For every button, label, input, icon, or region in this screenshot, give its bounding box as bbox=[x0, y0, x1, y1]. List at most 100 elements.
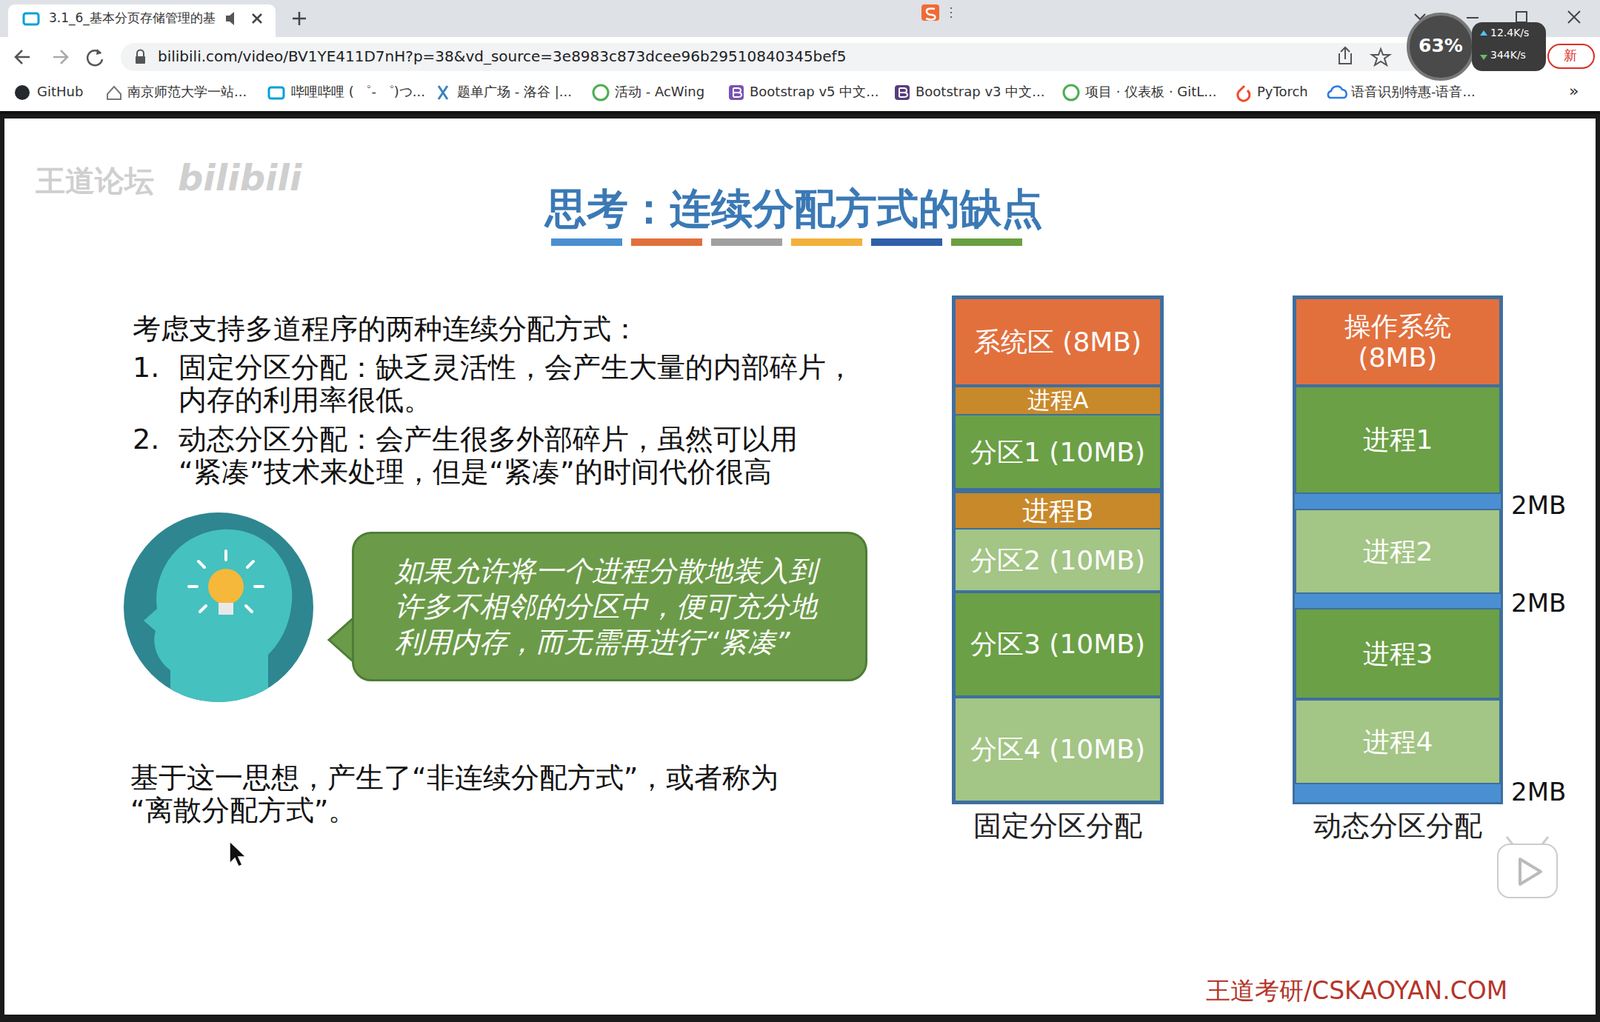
bookmark: Bootstrap v3 中文... bbox=[915, 83, 1045, 100]
extension-glyph bbox=[925, 8, 936, 20]
tab-title: 3.1_6_基本分页存储管理的基 bbox=[48, 10, 216, 26]
bulb-rays bbox=[188, 551, 263, 612]
cpu-percent: 63% bbox=[1411, 34, 1471, 58]
process-block: 进程A bbox=[954, 385, 1162, 416]
watermark: 王道论坛 bbox=[35, 162, 155, 199]
node-text: 进程A bbox=[1027, 385, 1089, 416]
github-favicon bbox=[14, 85, 30, 100]
memory-column: 固定分区分配系统区 (8MB)分区1 (10MB)进程A分区2 (10MB)进程… bbox=[954, 297, 1162, 803]
bulb bbox=[208, 568, 244, 605]
address-bar bbox=[120, 42, 1440, 72]
toolbar-edge bbox=[0, 111, 1600, 115]
back-icon bbox=[15, 50, 30, 64]
monitor-panel bbox=[1471, 22, 1546, 72]
list-number: 2. bbox=[132, 422, 160, 458]
new-tab-icon bbox=[292, 11, 306, 26]
watermark: bilibili bbox=[177, 157, 302, 200]
node-text: 进程3 bbox=[1362, 638, 1434, 669]
title-bar-segment bbox=[951, 238, 1023, 246]
bootstrap5-favicon bbox=[728, 85, 744, 100]
node-text: 分区2 (10MB) bbox=[970, 545, 1146, 576]
bookmark: GitHub bbox=[37, 83, 83, 100]
bookmark: PyTorch bbox=[1257, 83, 1309, 100]
mute-icon bbox=[225, 11, 235, 26]
memory-block: 操作系统 (8MB) bbox=[1294, 297, 1501, 386]
restore-icon bbox=[1516, 11, 1527, 23]
pytorch-favicon bbox=[1237, 85, 1250, 101]
node-text: 分区3 (10MB) bbox=[970, 628, 1146, 660]
memory-block: 分区4 (10MB) bbox=[954, 697, 1162, 803]
intro-text: 考虑支持多道程序的两种连续分配方式： bbox=[132, 312, 640, 347]
column-caption: 动态分区分配 bbox=[1265, 809, 1531, 844]
process-block: 进程2 bbox=[1294, 508, 1501, 595]
play-triangle bbox=[1520, 859, 1541, 885]
bootstrap5-glyph bbox=[733, 88, 742, 98]
bulb-base bbox=[218, 602, 234, 615]
slide-ground bbox=[4, 118, 1596, 1015]
node-text: 操作系统 (8MB) bbox=[1327, 311, 1469, 373]
memory-column: 动态分区分配操作系统 (8MB)进程1进程2进程3进程4 bbox=[1294, 297, 1501, 803]
play-button bbox=[1497, 844, 1558, 898]
list-text: 固定分区分配：缺乏灵活性，会产生大量的内部碎片，内存的利用率很低。 bbox=[178, 351, 868, 417]
active-tab bbox=[8, 4, 276, 38]
title-bar-segment bbox=[791, 238, 863, 246]
star-icon bbox=[1371, 48, 1390, 66]
footer-brand: 王道考研/CSKAOYAN.COM bbox=[1205, 976, 1508, 1006]
speech-bubble: 如果允许将一个进程分散地装入到许多不相邻的分区中，便可充分地利用内存，而无需再进… bbox=[351, 531, 868, 682]
share-icon bbox=[1339, 47, 1352, 64]
tab-favicon bbox=[23, 13, 39, 25]
more-bookmarks: » bbox=[1568, 81, 1579, 101]
gitlab-favicon bbox=[1063, 85, 1079, 100]
bookmark: Bootstrap v5 中文... bbox=[749, 83, 879, 100]
node-text: 分区1 (10MB) bbox=[970, 437, 1146, 468]
home-favicon bbox=[107, 86, 121, 100]
memory-block: 分区1 (10MB) 进程A bbox=[954, 385, 1162, 490]
bookmark: 活动 - AcWing bbox=[614, 83, 705, 100]
close-tab-icon bbox=[252, 14, 262, 23]
node-text: 如果允许将一个进程分散地装入到许多不相邻的分区中，便可充分地利用内存，而无需再进… bbox=[394, 553, 825, 660]
memory-block: 分区2 (10MB) 进程B bbox=[954, 491, 1162, 592]
play-button-ears bbox=[1506, 837, 1549, 845]
lock-shackle bbox=[137, 50, 144, 58]
title-bar-segment bbox=[631, 238, 703, 246]
forward-icon bbox=[53, 50, 68, 64]
download-speed: 344K/s bbox=[1490, 48, 1526, 62]
node-text: 进程1 bbox=[1362, 424, 1434, 455]
mouse-cursor bbox=[229, 841, 246, 867]
head-silhouette bbox=[143, 529, 292, 712]
toolbar bbox=[0, 37, 1600, 112]
node-text: 进程2 bbox=[1362, 536, 1434, 567]
title-bar-segment bbox=[871, 238, 943, 246]
reload-head bbox=[96, 48, 102, 55]
node-text: 分区4 (10MB) bbox=[970, 734, 1146, 765]
gap-size: 2MB bbox=[1511, 490, 1566, 521]
conclusion-text: 基于这一思想，产生了“非连续分配方式”，或者称为“离散分配方式”。 bbox=[130, 761, 790, 827]
acwing-favicon bbox=[593, 85, 609, 100]
title-bar-segment bbox=[711, 238, 783, 246]
cloud-favicon bbox=[1328, 86, 1347, 98]
memory-block: 分区3 (10MB) bbox=[954, 591, 1162, 698]
update-text: 新 bbox=[1563, 47, 1578, 64]
upload-speed: 12.4K/s bbox=[1490, 26, 1529, 40]
download-arrow bbox=[1480, 54, 1488, 60]
node-text: 进程4 bbox=[1362, 726, 1434, 758]
list-number: 1. bbox=[132, 351, 160, 386]
url-text: bilibili.com/video/BV1YE411D7nH?p=38&vd_… bbox=[157, 47, 846, 66]
tab-bar bbox=[0, 0, 1600, 38]
process-block: 进程3 bbox=[1294, 608, 1501, 700]
gap-size: 2MB bbox=[1511, 777, 1566, 808]
upload-arrow bbox=[1480, 30, 1488, 36]
process-block: 进程B bbox=[954, 491, 1162, 530]
monitor-gauge bbox=[1408, 14, 1474, 80]
update-pill bbox=[1548, 44, 1595, 69]
column-caption: 固定分区分配 bbox=[924, 809, 1192, 844]
list-text: 动态分区分配：会产生很多外部碎片，虽然可以用“紧凑”技术来处理，但是“紧凑”的时… bbox=[178, 422, 831, 489]
window-close-icon bbox=[1568, 11, 1580, 23]
title-bar-segment bbox=[551, 238, 623, 246]
bookmark: 语音识别特惠-语音... bbox=[1351, 83, 1476, 100]
bookmark: 题单广场 - 洛谷 |... bbox=[457, 83, 572, 100]
node-text: 进程B bbox=[1022, 495, 1095, 526]
lock-icon bbox=[135, 56, 146, 64]
memory-block: 系统区 (8MB) bbox=[954, 297, 1162, 386]
slide-title: 思考：连续分配方式的缺点 bbox=[460, 183, 1128, 234]
